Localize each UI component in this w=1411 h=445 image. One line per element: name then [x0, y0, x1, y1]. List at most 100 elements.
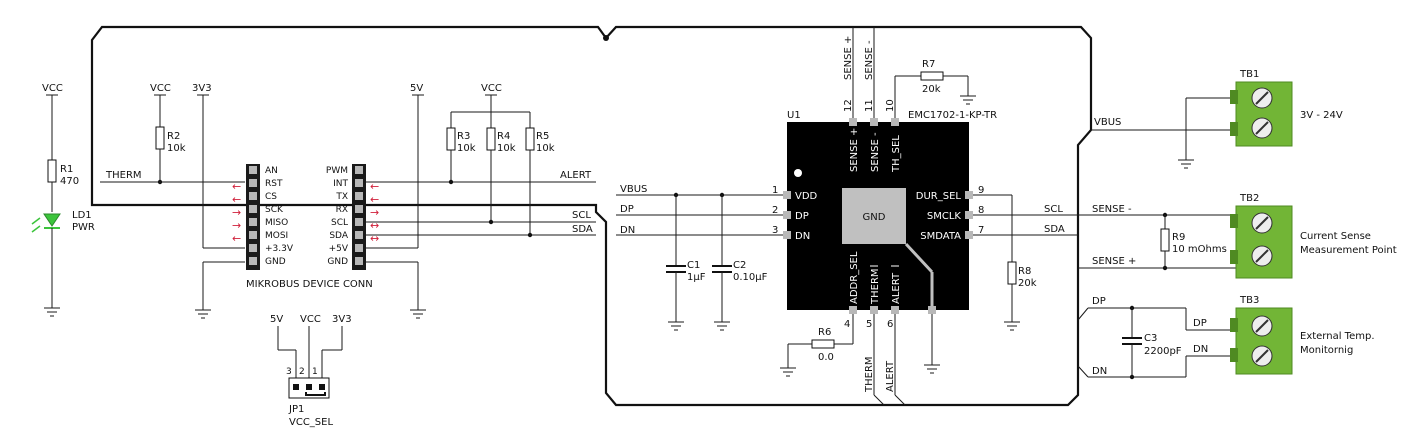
u1-gnd-pad [842, 188, 906, 244]
sda-label: SDA [572, 224, 593, 235]
r9-value: 10 mOhms [1172, 244, 1227, 255]
mikrobus-title: MIKROBUS DEVICE CONN [246, 279, 373, 290]
chip-bottom-nets: R6 0.0 THERM ALERT [780, 314, 940, 406]
pin-name-alert: ALERT [891, 272, 902, 304]
alert-label: ALERT [560, 170, 592, 181]
header-pin [355, 205, 363, 213]
therm-bottom-label: THERM [864, 356, 875, 393]
alert-bottom-label: ALERT [885, 360, 896, 392]
mb-right-label-6: +5V [329, 244, 349, 254]
ld1-ref: LD1 [72, 210, 92, 221]
mb-right-label-3: RX [336, 205, 348, 215]
pin-name-vdd: VDD [795, 191, 818, 202]
tb3-terminal: DP DN C3 2200pF DP DN TB3 External Temp.… [1077, 295, 1375, 380]
tb3-desc1: External Temp. [1300, 331, 1375, 342]
v3v3-section: 3V3 [192, 83, 245, 319]
c2-value: 0.10µF [733, 272, 768, 283]
r8-ref: R8 [1018, 266, 1031, 277]
r6-ref: R6 [818, 327, 831, 338]
r5-ref: R5 [536, 131, 549, 142]
jp1-jumper: 5V VCC 3V3 3 2 1 JP1 VCC_SEL [270, 314, 352, 428]
r4-value: 10k [497, 143, 516, 154]
header-pin [249, 257, 257, 265]
arrow-in-icon: ← [232, 193, 241, 206]
pin-num-1: 1 [772, 185, 778, 196]
r6-value: 0.0 [818, 352, 834, 363]
vbus-right-label: VBUS [1094, 117, 1121, 128]
r5-value: 10k [536, 143, 555, 154]
vbus-label: VBUS [620, 184, 647, 195]
pin-name-dp: DP [795, 211, 809, 222]
mb-left-label-6: +3.3V [265, 244, 294, 254]
jp1-value: VCC_SEL [289, 417, 333, 428]
led-ld1 [43, 213, 61, 227]
sense-neg-right-label: SENSE - [1092, 204, 1132, 215]
u1-gnd-label: GND [863, 212, 886, 223]
r9-ref: R9 [1172, 232, 1185, 243]
r1-value: 470 [60, 176, 79, 187]
therm-label: THERM [105, 170, 142, 181]
tb2-ref: TB2 [1239, 193, 1259, 204]
mb-right-label-2: TX [335, 192, 348, 202]
pin-name-dur-sel: DUR_SEL [916, 191, 962, 202]
jp1-5v-label: 5V [270, 314, 283, 325]
mb-right-label-7: GND [327, 257, 348, 267]
ld1-value: PWR [72, 222, 95, 233]
scl-right-label: SCL [1044, 204, 1063, 215]
header-pin [249, 244, 257, 252]
mikrobus-right-wires: 5V ALERT SCL SDA [366, 83, 596, 319]
vcc-label-2: VCC [150, 83, 171, 94]
pin-name-sense-neg: SENSE - [870, 132, 881, 172]
header-pin [249, 166, 257, 174]
mikrobus-connector: MIKROBUS DEVICE CONN AN RST CS SCK MISO … [232, 164, 379, 290]
tb1-ref: TB1 [1239, 69, 1259, 80]
r6-resistor [811, 339, 835, 349]
mb-left-label-0: AN [265, 166, 278, 176]
pin-num-6: 6 [887, 319, 893, 330]
pin-name-dn: DN [795, 231, 810, 242]
tb3-dp-label: DP [1193, 318, 1207, 329]
arrow-bidir-icon: ↔ [370, 232, 379, 245]
pin-name-smdata: SMDATA [920, 231, 961, 242]
mikrobus-right-header [352, 164, 366, 270]
pin-num-12: 12 [843, 99, 854, 112]
arrow-out-icon: → [232, 206, 241, 219]
mb-left-label-2: CS [265, 192, 277, 202]
arrow-out-icon: → [232, 219, 241, 232]
pin-name-addr-sel: ADDR_SEL [849, 251, 860, 304]
pin-num-9: 9 [978, 185, 984, 196]
mb-right-label-1: INT [333, 179, 348, 189]
r4-ref: R4 [497, 131, 510, 142]
arrow-in-icon: ← [370, 193, 379, 206]
r2-resistor [155, 126, 165, 150]
pin-name-th-sel: TH_SEL [891, 135, 902, 173]
r3-resistor [446, 127, 456, 151]
r1-ref: R1 [60, 164, 73, 175]
c1-value: 1µF [687, 272, 706, 283]
tb2-terminal: SENSE - SENSE + R9 10 mOhms TB2 Current … [1078, 193, 1397, 279]
led-section: VCC R1 470 LD1 PWR [31, 83, 95, 317]
pin-num-2: 2 [772, 205, 778, 216]
mb-left-label-3: SCK [265, 205, 284, 215]
chip-right-nets: R8 20k SCL SDA [973, 194, 1078, 331]
c2-ref: C2 [733, 260, 746, 271]
header-pin [355, 166, 363, 174]
header-pin [355, 179, 363, 187]
pin-num-11: 11 [864, 99, 875, 112]
tb3-desc2: Monitornig [1300, 345, 1353, 356]
header-pin [355, 231, 363, 239]
pin-num-10: 10 [885, 99, 896, 112]
arrow-bidir-icon: ↔ [370, 219, 379, 232]
pin-name-therm: THERM [870, 268, 881, 305]
scl-label: SCL [572, 210, 591, 221]
mikrobus-left-header [246, 164, 260, 270]
vcc-label: VCC [42, 83, 63, 94]
tb1-terminal: VBUS TB1 3V - 24V [1091, 69, 1343, 169]
r2-ref: R2 [167, 131, 180, 142]
tb1-desc: 3V - 24V [1300, 110, 1343, 121]
r3-value: 10k [457, 143, 476, 154]
header-pin [249, 192, 257, 200]
jp1-3v3-label: 3V3 [332, 314, 352, 325]
r1-resistor [47, 159, 57, 183]
